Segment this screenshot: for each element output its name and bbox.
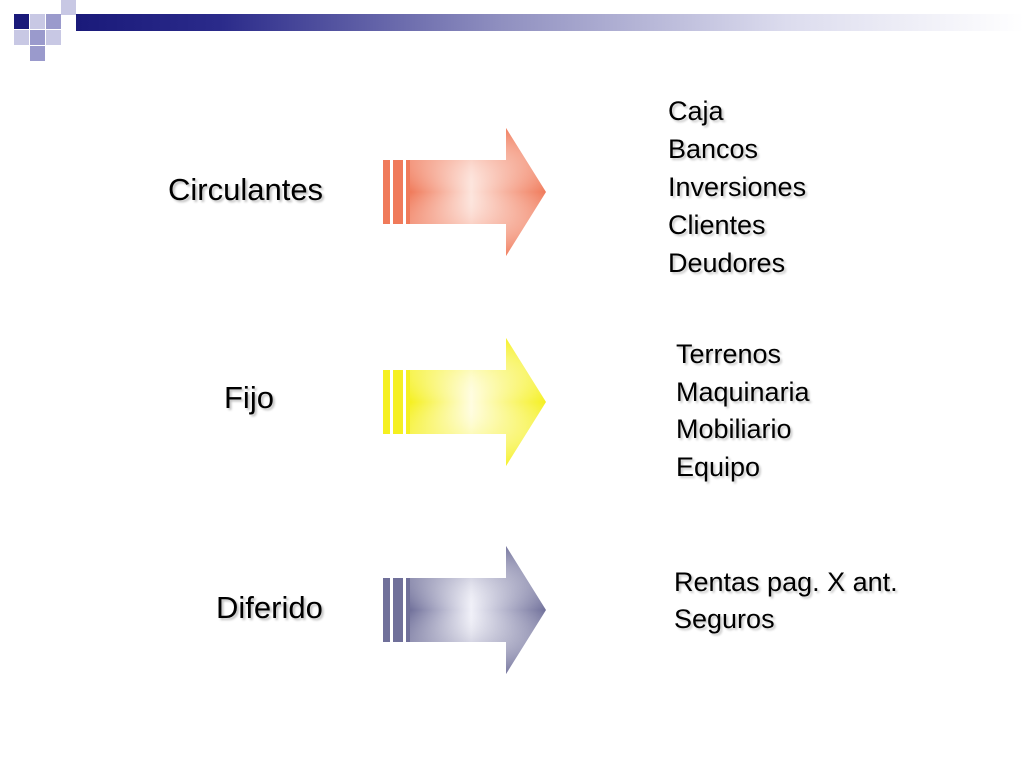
list-item: Rentas pag. X ant. (674, 567, 898, 597)
item-list: Caja Bancos Inversiones Clientes Deudore… (668, 92, 806, 282)
list-item: Mobiliario (676, 414, 792, 444)
item-list: Terrenos Maquinaria Mobiliario Equipo (676, 336, 810, 486)
header-square (14, 30, 29, 45)
list-item: Terrenos (676, 339, 782, 369)
header-square (30, 30, 45, 45)
list-item: Maquinaria (676, 376, 810, 407)
header-square (14, 14, 29, 29)
header-square (61, 0, 76, 15)
category-label: Circulantes (168, 172, 324, 207)
category-label: Fijo (224, 380, 274, 415)
list-item: Equipo (676, 451, 761, 482)
category-label: Diferido (216, 590, 323, 625)
right-arrow-icon (383, 338, 546, 466)
header-square (46, 14, 61, 29)
right-arrow-icon (383, 546, 546, 674)
item-list: Rentas pag. X ant. Seguros (674, 564, 898, 638)
list-item: Deudores (668, 248, 786, 278)
list-item: Caja (668, 96, 724, 126)
header-square (30, 46, 45, 61)
header-square (46, 30, 61, 45)
right-arrow-icon (383, 128, 546, 256)
header-square (30, 14, 45, 29)
list-item: Bancos (668, 134, 759, 164)
header-gradient-bar (76, 14, 1024, 31)
list-item: Clientes (668, 210, 766, 240)
list-item: Seguros (674, 604, 775, 634)
list-item: Inversiones (668, 172, 807, 202)
